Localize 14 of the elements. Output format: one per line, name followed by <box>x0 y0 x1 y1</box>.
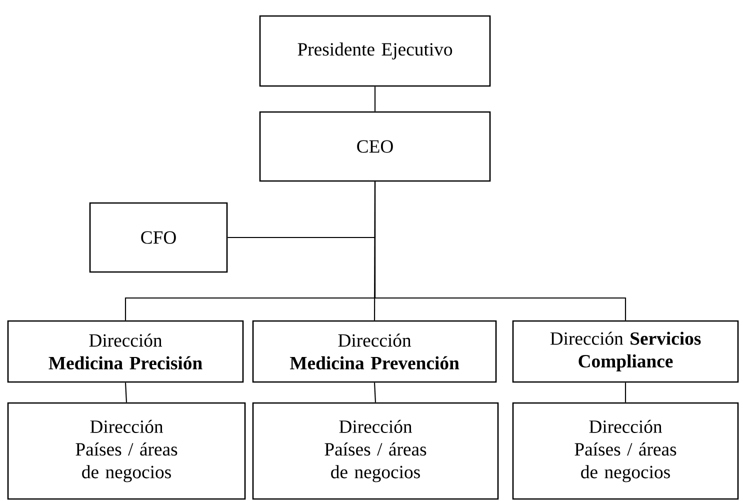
connector-line <box>374 182 626 320</box>
org-box: Dirección Países / áreas de negocios <box>252 402 499 500</box>
connector-line <box>374 86 376 112</box>
org-box: Dirección Medicina Precisión <box>7 320 244 383</box>
org-box: Dirección Servicios Compliance <box>512 320 739 383</box>
connector-line <box>624 382 626 402</box>
connector-line <box>124 382 128 402</box>
connector-line <box>374 382 376 402</box>
org-box: CEO <box>259 111 491 182</box>
org-box: Presidente Ejecutivo <box>259 15 491 87</box>
org-box: CFO <box>89 202 228 273</box>
org-box: Dirección Países / áreas de negocios <box>512 402 739 500</box>
org-box: Dirección Medicina Prevención <box>252 320 497 383</box>
org-box: Dirección Países / áreas de negocios <box>7 402 246 500</box>
